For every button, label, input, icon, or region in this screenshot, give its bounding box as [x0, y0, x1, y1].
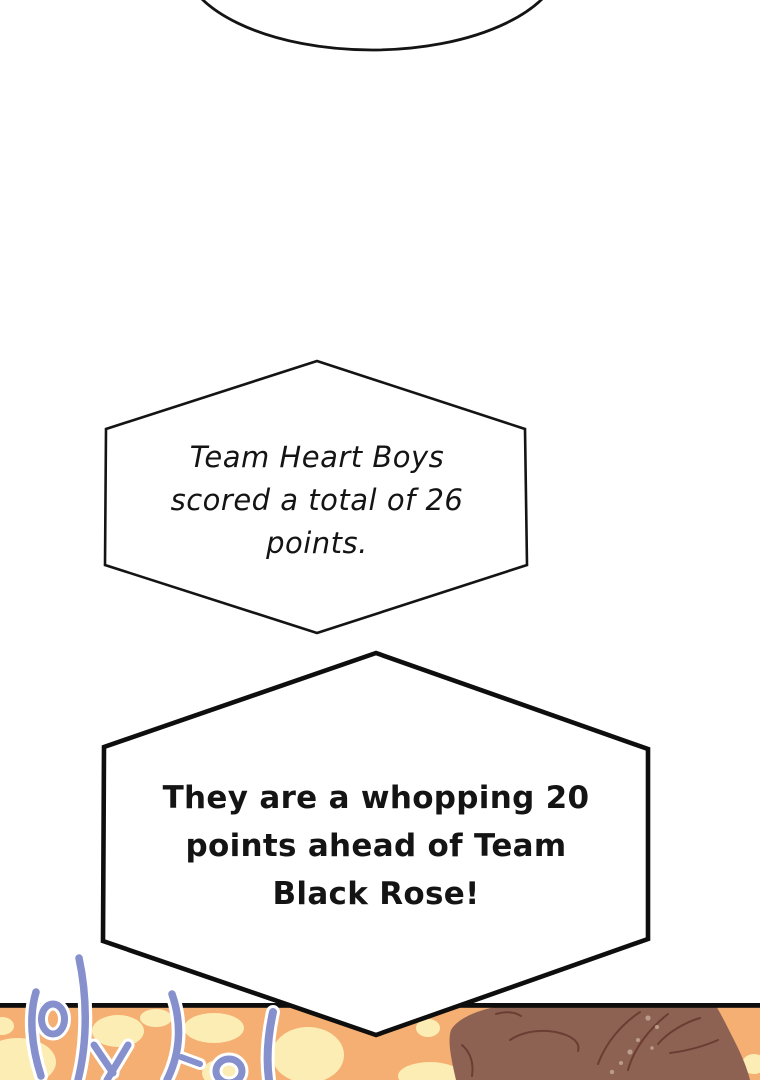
confetti-blob	[184, 1013, 244, 1043]
sfx-stroke	[163, 990, 183, 1080]
sfx-stroke	[28, 988, 45, 1080]
confetti-blob	[416, 1019, 440, 1037]
hexagon-bubble-lead	[100, 650, 651, 1038]
sfx-stroke	[103, 1041, 132, 1080]
confetti-blob	[398, 1062, 462, 1080]
hair-shape	[449, 1006, 750, 1080]
sfx-stroke	[263, 1008, 277, 1080]
sfx-stroke	[212, 1055, 246, 1080]
sfx-stroke	[178, 1054, 203, 1067]
sfx-wah-text	[24, 951, 280, 1080]
top-speech-bubble-arc	[200, 0, 544, 52]
confetti-blob	[272, 1027, 344, 1080]
character-hair	[449, 1006, 750, 1080]
confetti-blob	[92, 1015, 144, 1047]
hair-highlight-dots	[609, 1015, 659, 1075]
confetti-blob	[140, 1009, 172, 1027]
sfx-stroke	[90, 1041, 117, 1077]
sfx-stroke	[74, 954, 89, 1080]
confetti-blob	[0, 1017, 14, 1035]
hair-detail-lines	[461, 1011, 719, 1077]
hexagon-bubble-heart	[103, 359, 529, 635]
sfx-stroke	[38, 1000, 68, 1038]
sfx-stroke-layer	[28, 954, 277, 1080]
